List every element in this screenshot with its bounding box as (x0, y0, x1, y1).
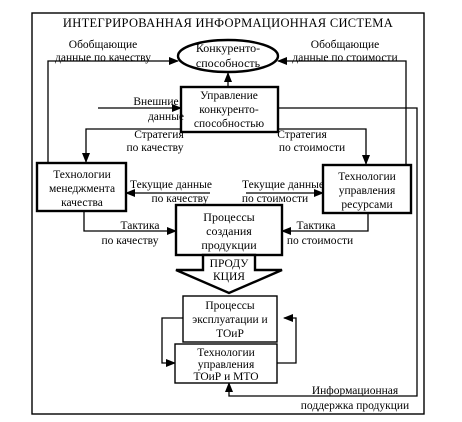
management-line-2: конкуренто- (199, 104, 259, 116)
management-line-1: Управление (200, 90, 258, 102)
quality-tech-line-1: Технологии (53, 169, 111, 181)
label-general-quality-1: Обобщающие (69, 39, 137, 51)
management-line-3: способностью (194, 118, 265, 130)
label-tactic-quality-1: Тактика (121, 220, 160, 232)
label-info-support-2: поддержка продукции (301, 400, 409, 412)
node-production (174, 203, 284, 257)
label-general-cost-2: данные по стоимости (292, 52, 397, 64)
tech-mto-line-1: Технологии (197, 347, 255, 359)
label-info-support-1: Информационная (312, 385, 399, 397)
line-general-cost (277, 57, 407, 165)
competitiveness-line-1: Конкуренто- (196, 41, 260, 55)
label-tactic-cost-1: Тактика (297, 220, 336, 232)
label-current-quality-1: Текущие данные (130, 179, 212, 191)
line-strategy-cost (275, 128, 370, 165)
operation-line-1: Процессы (205, 300, 255, 312)
label-tactic-cost-2: по стоимости (287, 235, 353, 247)
production-line-3: продукции (201, 238, 257, 252)
production-line-1: Процессы (203, 210, 254, 224)
product-arrow-line-2: КЦИЯ (213, 271, 245, 283)
product-arrow (175, 253, 283, 295)
label-strategy-quality-2: по качеству (127, 142, 184, 154)
line-tactic-cost (281, 213, 369, 235)
label-strategy-cost-1: Стратегия (277, 129, 327, 141)
label-current-quality-2: по качеству (152, 193, 209, 205)
quality-tech-line-3: качества (61, 197, 103, 209)
label-current-cost-2: по стоимости (242, 193, 308, 205)
line-tactic-quality (83, 211, 177, 235)
label-strategy-cost-2: по стоимости (279, 142, 345, 154)
competitiveness-line-2: способность (196, 56, 261, 70)
line-general-quality (47, 57, 179, 163)
label-external-2: данные (148, 111, 184, 123)
node-quality-tech (35, 161, 128, 213)
system-title: ИНТЕГРИРОВАННАЯ ИНФОРМАЦИОННАЯ СИСТЕМА (63, 16, 393, 30)
line-strategy-quality (82, 128, 181, 163)
label-general-cost-1: Обобщающие (311, 39, 379, 51)
node-tech-mto (174, 343, 278, 384)
label-strategy-quality-1: Стратегия (134, 129, 184, 141)
quality-tech-line-2: менеджмента (49, 183, 115, 195)
node-resource-tech (321, 163, 413, 215)
line-loop-left (161, 317, 183, 367)
tech-mto-line-3: ТОиР и МТО (193, 371, 258, 383)
line-info-support (225, 107, 418, 397)
node-management (179, 85, 280, 134)
resource-tech-line-3: ресурсами (341, 199, 392, 211)
tech-mto-line-2: управления (198, 359, 255, 371)
node-operation (182, 295, 278, 343)
operation-line-3: ТОиР (216, 328, 244, 340)
label-external-1: Внешние (133, 96, 178, 108)
label-current-cost-1: Текущие данные (242, 179, 324, 191)
operation-line-2: эксплуатации и (192, 314, 267, 326)
resource-tech-line-2: управления (339, 185, 396, 197)
node-competitiveness (176, 38, 280, 74)
resource-tech-line-1: Технологии (338, 171, 396, 183)
production-line-2: создания (206, 224, 252, 238)
product-arrow-line-1: ПРОДУ (210, 258, 250, 270)
line-loop-right (277, 314, 297, 364)
label-general-quality-2: данные по качеству (55, 52, 151, 64)
label-tactic-quality-2: по качеству (102, 235, 159, 247)
